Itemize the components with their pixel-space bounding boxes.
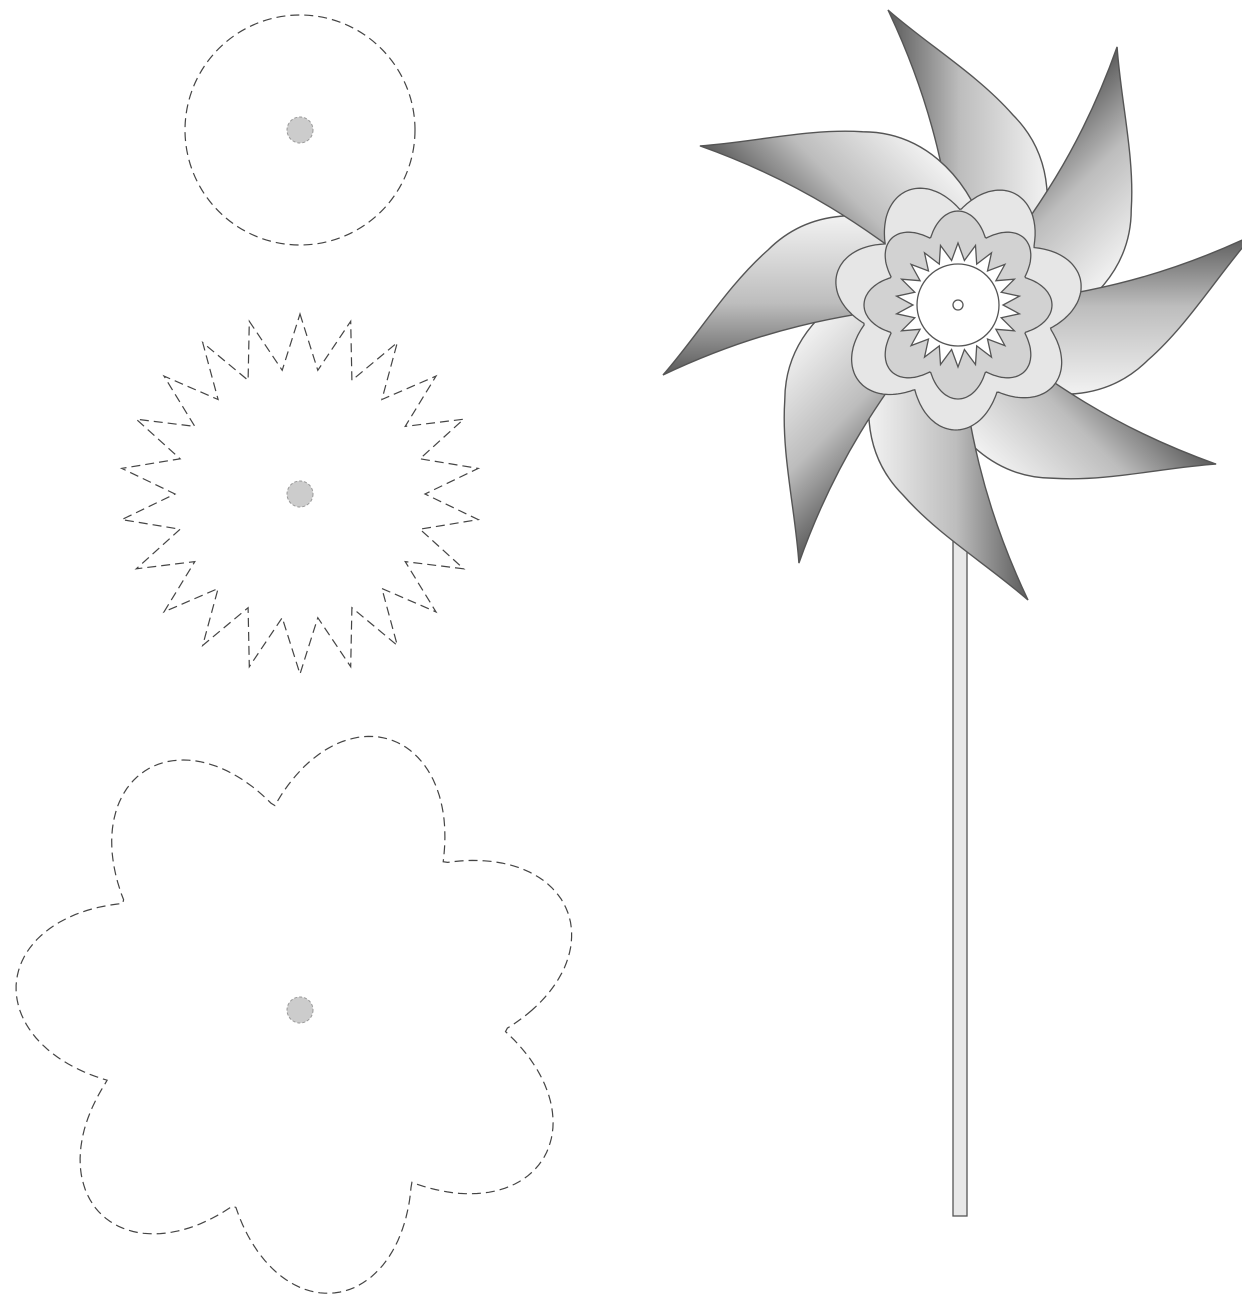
pinwheel — [663, 10, 1242, 1216]
star-template — [122, 314, 478, 674]
center-pin-icon — [953, 300, 963, 310]
flower-template — [16, 736, 572, 1293]
cut-templates — [16, 15, 572, 1293]
circle-template — [185, 15, 415, 245]
star-center-hole — [287, 481, 313, 507]
flower-center-hole — [287, 997, 313, 1023]
circle-center-hole — [287, 117, 313, 143]
pinwheel-stick — [953, 540, 967, 1216]
